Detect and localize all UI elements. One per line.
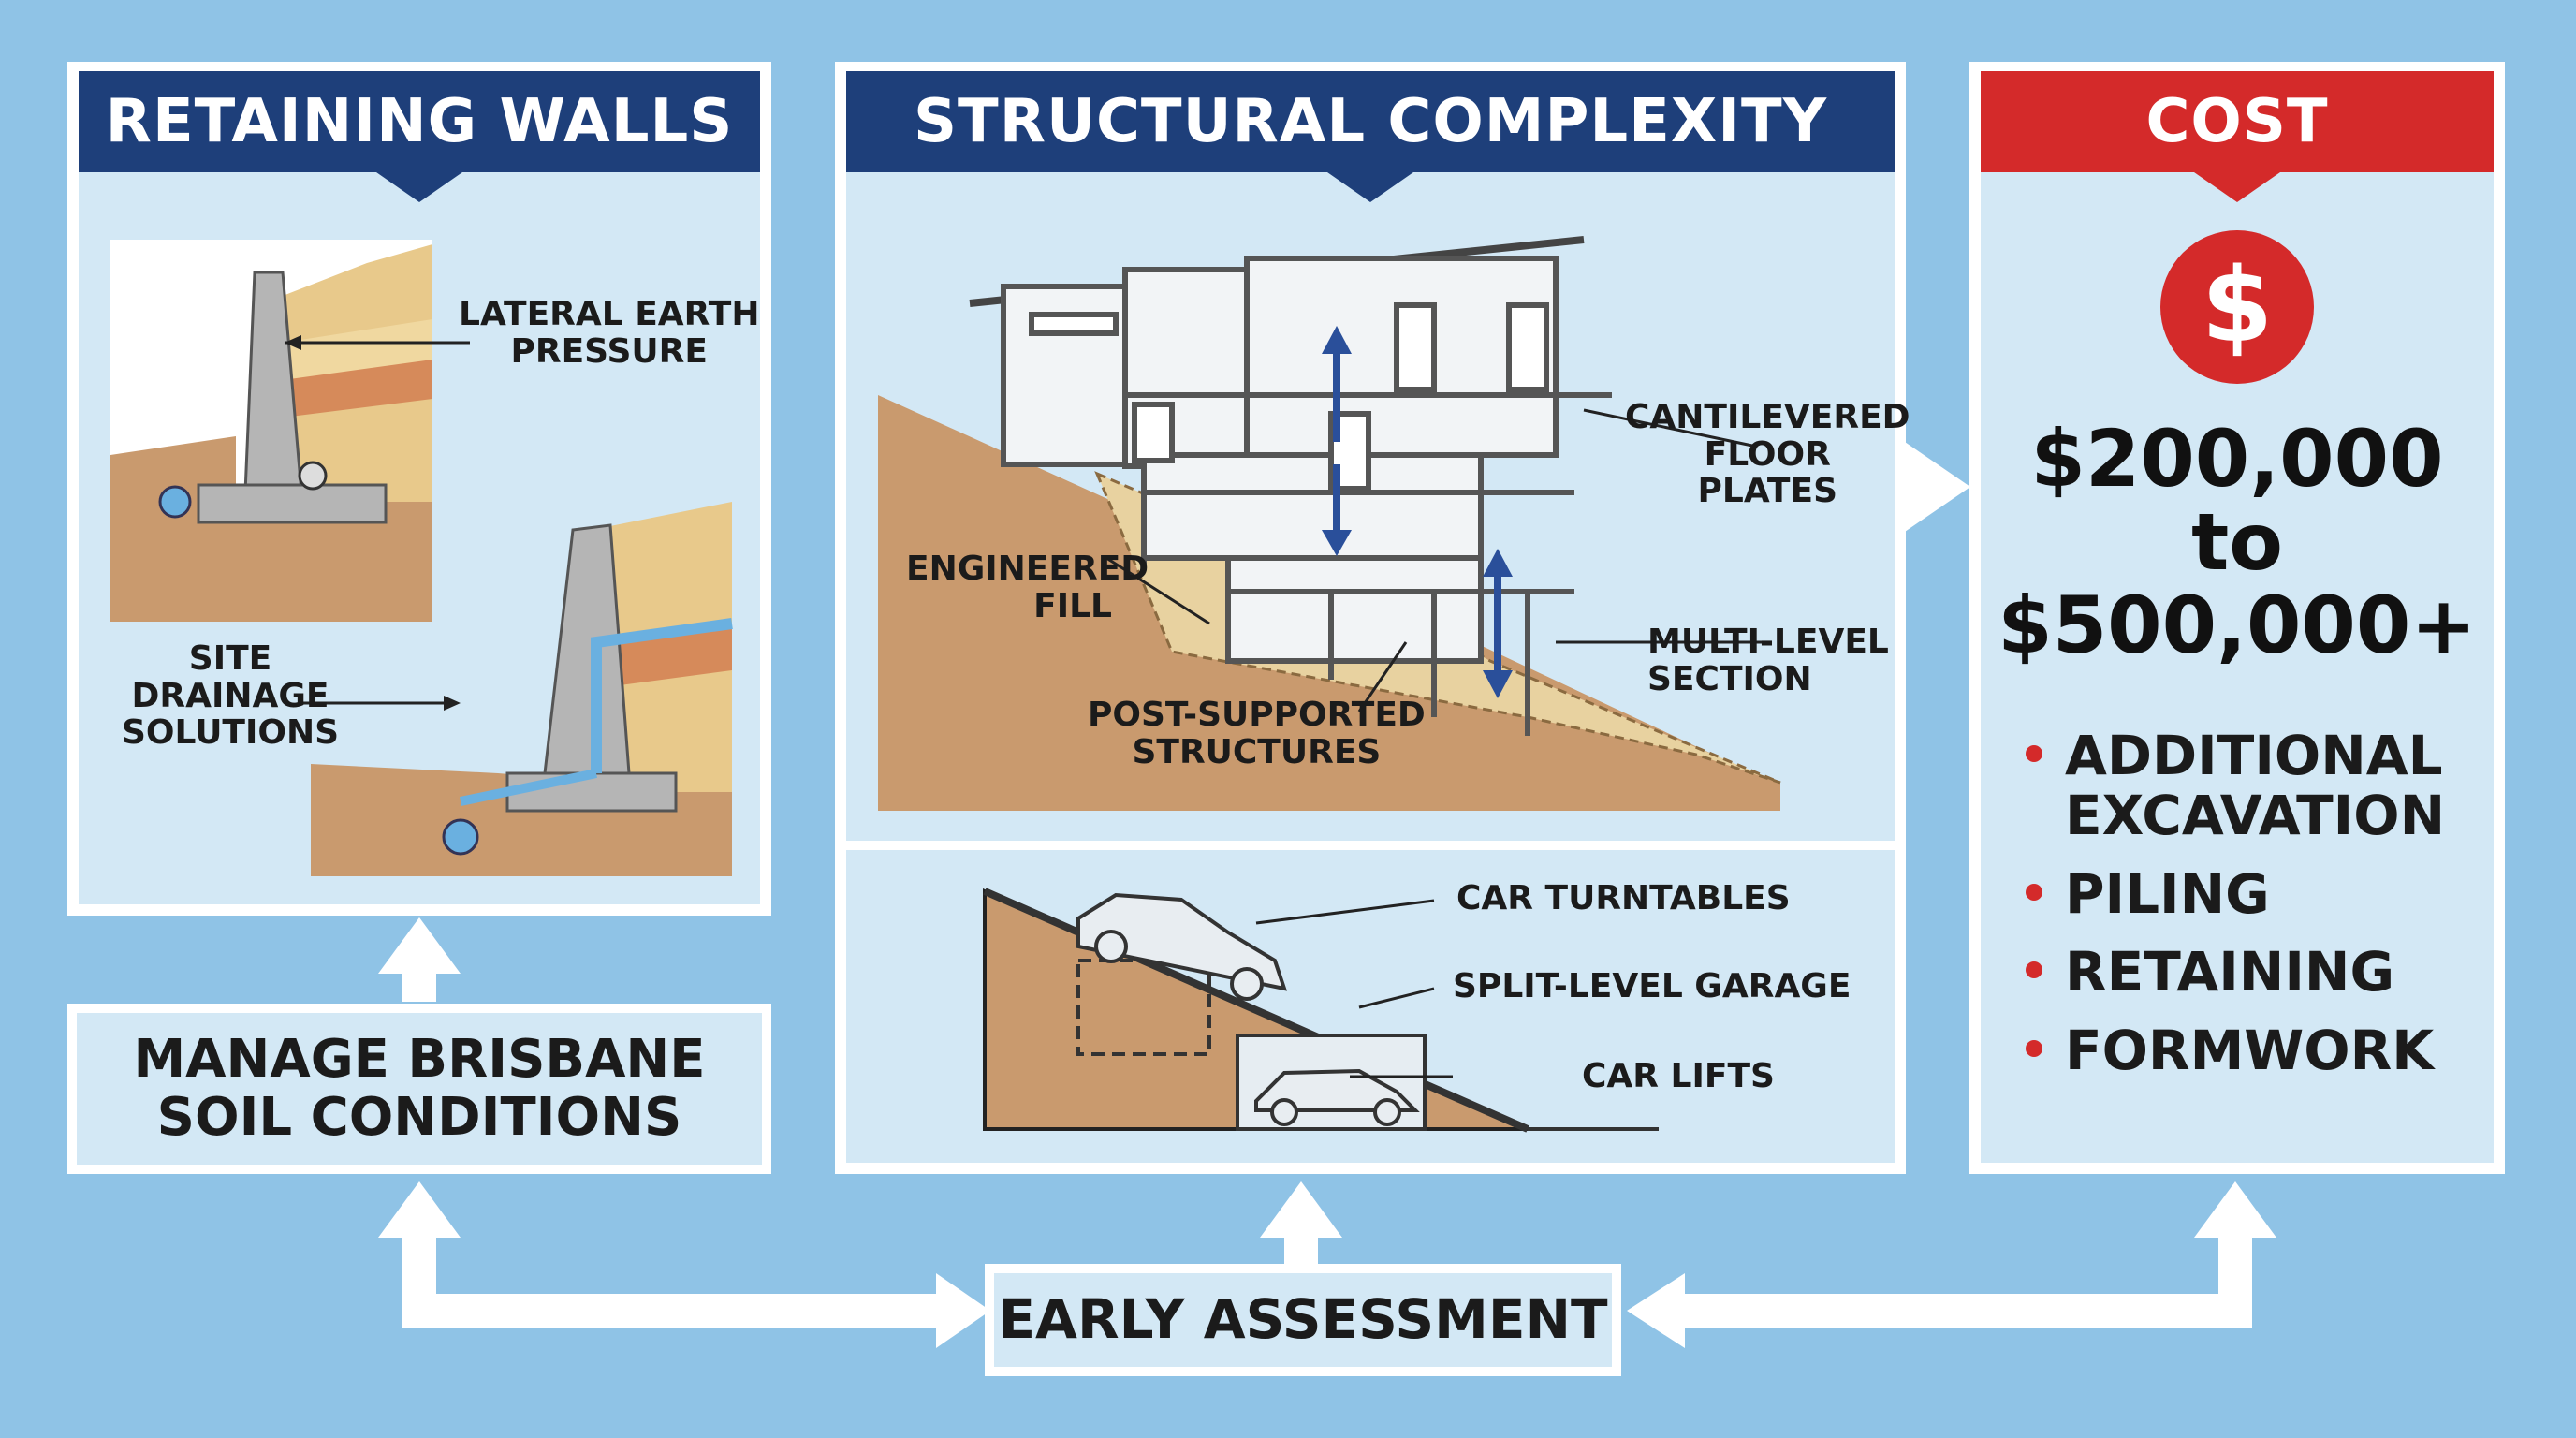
svg-text:$: $ bbox=[2202, 245, 2274, 365]
structural-complexity-panel: STRUCTURAL COMPLEXITY bbox=[835, 62, 1910, 1174]
cost-title: COST bbox=[2145, 87, 2329, 156]
up-arrow-icon bbox=[378, 1181, 936, 1328]
right-arrow-icon bbox=[936, 1273, 990, 1348]
cost-item-piling: PILING bbox=[2065, 861, 2270, 926]
bullet-icon bbox=[2026, 961, 2042, 979]
lateral-earth-pressure-label: LATERAL EARTH PRESSURE bbox=[459, 295, 760, 371]
retaining-wall-cross-section bbox=[110, 240, 470, 622]
cost-item-retaining: RETAINING bbox=[2065, 940, 2395, 1005]
list-item: ADDITIONAL EXCAVATION bbox=[2022, 726, 2486, 846]
engineered-fill-label: ENGINEERED FILL bbox=[906, 550, 1149, 625]
cost-items-list: ADDITIONAL EXCAVATION PILING RETAINING F… bbox=[2022, 726, 2486, 1081]
level-arrows bbox=[1322, 326, 1513, 698]
cost-amount: $200,000 to $500,000+ bbox=[1998, 413, 2477, 672]
structural-complexity-title: STRUCTURAL COMPLEXITY bbox=[913, 87, 1828, 156]
manage-soil-box: MANAGE BRISBANE SOIL CONDITIONS bbox=[67, 1004, 771, 1174]
up-arrow-icon bbox=[378, 917, 461, 1002]
cost-header: COST bbox=[1981, 71, 2494, 172]
hillside-house-diagram bbox=[878, 172, 1781, 1133]
cost-item-formwork: FORMWORK bbox=[2065, 1019, 2435, 1083]
dollar-icon: $ bbox=[2160, 230, 2314, 384]
left-arrow-icon bbox=[1627, 1273, 1685, 1348]
cost-item-excavation: ADDITIONAL EXCAVATION bbox=[2065, 724, 2446, 847]
cantilevered-label: CANTILEVERED FLOOR PLATES bbox=[1625, 398, 1910, 511]
post-supported-label: POST-SUPPORTED STRUCTURES bbox=[1088, 696, 1426, 771]
split-level-garage-label: SPLIT-LEVEL GARAGE bbox=[1453, 967, 1852, 1005]
early-assessment-box: EARLY ASSESSMENT bbox=[985, 1264, 1621, 1376]
right-arrow-icon bbox=[1902, 440, 1970, 534]
bullet-icon bbox=[2026, 883, 2042, 901]
bullet-icon bbox=[2026, 745, 2042, 762]
cost-panel: COST $ $200,000 to $500,000+ ADDITIONAL … bbox=[1969, 62, 2505, 1174]
retaining-walls-header: RETAINING WALLS bbox=[79, 71, 760, 172]
site-drainage-label: SITE DRAINAGE SOLUTIONS bbox=[122, 639, 340, 753]
drainage-wall-cross-section bbox=[301, 502, 733, 876]
car-icon bbox=[1254, 1068, 1420, 1126]
retaining-walls-panel: RETAINING WALLS bbox=[67, 62, 771, 916]
list-item: PILING bbox=[2022, 861, 2486, 926]
up-arrow-icon bbox=[1685, 1181, 2276, 1328]
list-item: FORMWORK bbox=[2022, 1019, 2486, 1083]
garage-diagram bbox=[983, 888, 1659, 1133]
list-item: RETAINING bbox=[2022, 943, 2486, 1003]
retaining-walls-title: RETAINING WALLS bbox=[105, 87, 734, 156]
car-lifts-label: CAR LIFTS bbox=[1582, 1057, 1775, 1095]
car-turntables-label: CAR TURNTABLES bbox=[1456, 879, 1791, 917]
bullet-icon bbox=[2026, 1040, 2042, 1058]
multi-level-label: MULTI-LEVEL SECTION bbox=[1647, 623, 1889, 698]
retaining-wall-diagrams bbox=[110, 172, 733, 876]
cost-decor: $ bbox=[2160, 172, 2314, 384]
house-icon bbox=[969, 236, 1612, 736]
car-icon bbox=[1076, 892, 1287, 1001]
up-arrow-icon bbox=[1260, 1181, 1342, 1266]
structural-complexity-header: STRUCTURAL COMPLEXITY bbox=[846, 71, 1895, 172]
